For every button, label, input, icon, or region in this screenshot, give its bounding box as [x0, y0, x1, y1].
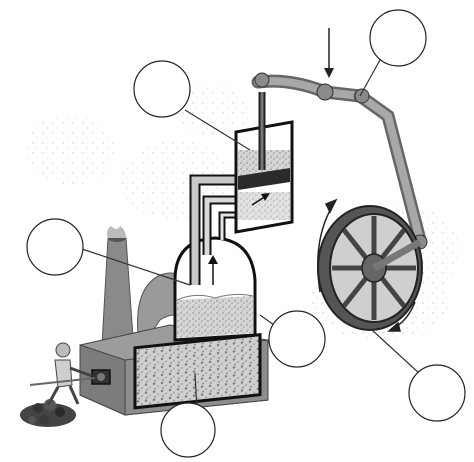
- boiler: [175, 238, 255, 340]
- label-circle-1: [134, 61, 190, 117]
- flywheel: [318, 206, 422, 330]
- label-circle-6: [161, 403, 215, 457]
- down-arrow-icon: [324, 28, 334, 78]
- label-circle-5: [409, 365, 465, 421]
- label-circle-4: [269, 311, 325, 367]
- label-circle-3: [27, 219, 83, 275]
- label-circle-2: [370, 10, 426, 66]
